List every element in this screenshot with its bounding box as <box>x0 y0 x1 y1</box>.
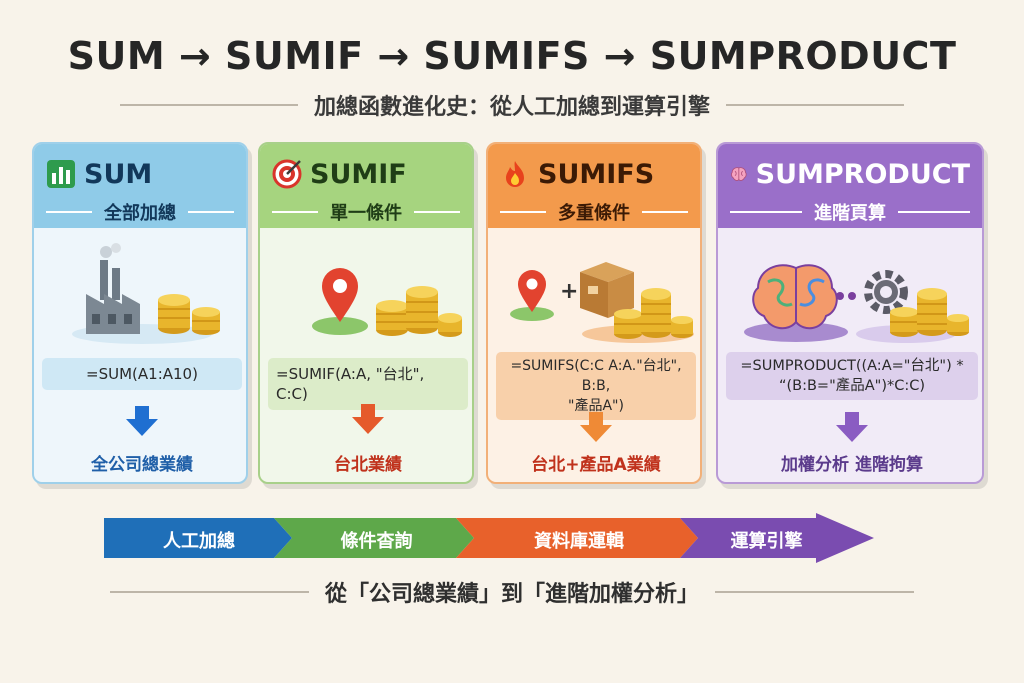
card-subtitle: 進階頁算 <box>814 203 886 224</box>
card-illustration: + <box>510 262 694 343</box>
location-pin-icon <box>322 268 358 322</box>
result-label: 台北業績 <box>334 455 402 475</box>
card-body: =SUMPRODUCT((A:A="台北") * “(B:B="產品A")*C:… <box>718 228 982 482</box>
coin-stack-icon <box>376 286 462 337</box>
card-header: SUMIF 單一條件 <box>260 144 472 228</box>
flow-step-label: 條件杳詢 <box>340 531 413 552</box>
target-icon <box>272 159 302 189</box>
formula-box: =SUMIF(A:A, "台北", C:C) <box>268 358 468 410</box>
card-subtitle-row: 多重條件 <box>500 198 688 226</box>
coin-stack-icon <box>614 288 693 339</box>
svg-text:+: + <box>560 279 578 304</box>
gear-icon <box>864 270 908 314</box>
formula-line: “(B:B="產品A")*C:C) <box>778 378 926 394</box>
result-label: 加權分析 進階拘算 <box>781 455 923 475</box>
card-body: + = <box>488 228 700 482</box>
card-sum: SUM 全部加總 <box>32 142 248 484</box>
card-subtitle: 多重條件 <box>558 203 630 224</box>
card-illustration <box>312 268 462 337</box>
fire-icon <box>506 161 524 187</box>
brain-icon <box>731 167 747 181</box>
card-sumif: SUMIF 單一條件 <box>258 142 474 484</box>
divider <box>414 211 460 213</box>
divider <box>188 211 234 213</box>
card-title-text: SUMPRODUCT <box>755 158 970 190</box>
flow-step-label: 人工加總 <box>163 531 235 552</box>
arrow-down-icon <box>836 412 868 442</box>
flow-segment <box>104 518 292 558</box>
flow-segment <box>680 513 874 563</box>
card-title-text: SUMIF <box>310 158 407 190</box>
formula-line: "產品A") <box>568 398 624 414</box>
card-title-text: SUM <box>84 158 153 190</box>
factory-icon <box>86 243 140 334</box>
arrow-down-icon <box>580 412 612 442</box>
brain-icon <box>752 264 838 330</box>
card-body: =SUMIF(A:A, "台北", C:C) 台北業績 <box>260 228 472 482</box>
card-subtitle-row: 進階頁算 <box>730 198 970 226</box>
formula-line: =SUMIF(A:A, "台北", C:C) <box>276 365 425 403</box>
subtitle-row: 加總函數進化史：從人工加總到運算引擎 <box>120 88 905 122</box>
arrow-down-icon <box>126 406 158 436</box>
card-header: SUMPRODUCT 進階頁算 <box>718 144 982 228</box>
formula-line: =SUM(A1:A10) <box>86 365 198 383</box>
location-pin-icon <box>518 270 546 312</box>
card-title-text: SUMIFS <box>538 158 655 190</box>
progression-arrow: 人工加總 條件杳詢 資料庫運輯 運算引擎 <box>104 513 874 563</box>
card-illustration <box>744 264 969 343</box>
card-title: SUMIFS <box>500 154 688 194</box>
formula-line: =SUMPRODUCT((A:A="台北") * <box>740 358 964 374</box>
flow-segment <box>456 518 698 558</box>
divider <box>110 591 309 593</box>
card-sumproduct: SUMPRODUCT 進階頁算 <box>716 142 984 484</box>
flow-step-label: 運算引擎 <box>730 531 803 552</box>
page-title: SUM → SUMIF → SUMIFS → SUMPRODUCT <box>67 34 957 78</box>
card-subtitle: 單一條件 <box>330 203 402 224</box>
footer-row: 從「公司總業績」到「進階加權分析」 <box>110 572 915 612</box>
card-title: SUMPRODUCT <box>730 154 970 194</box>
coin-stack-icon <box>890 288 969 337</box>
flow-step-label: 資料庫運輯 <box>534 531 624 552</box>
divider <box>898 211 970 213</box>
divider <box>120 104 298 106</box>
box-icon <box>580 262 634 318</box>
page-subtitle: 加總函數進化史：從人工加總到運算引擎 <box>314 95 711 120</box>
card-title: SUM <box>46 154 234 194</box>
footer-caption: 從「公司總業績」到「進階加權分析」 <box>325 582 700 607</box>
result-label: 全公司總業績 <box>91 455 193 475</box>
formula-box: =SUM(A1:A10) <box>42 358 242 390</box>
arrow-down-icon <box>352 404 384 434</box>
card-header: SUM 全部加總 <box>34 144 246 228</box>
bar-chart-icon <box>47 160 75 188</box>
coin-stack-icon <box>158 294 220 335</box>
card-subtitle: 全部加總 <box>104 203 176 224</box>
divider <box>730 211 802 213</box>
card-title: SUMIF <box>272 154 460 194</box>
formula-box: =SUMPRODUCT((A:A="台北") * “(B:B="產品A")*C:… <box>726 352 978 400</box>
card-body: =SUM(A1:A10) 全公司總業績 <box>34 228 246 482</box>
flow-segment <box>274 518 474 558</box>
card-sumifs: SUMIFS 多重條件 + <box>486 142 702 484</box>
card-header: SUMIFS 多重條件 <box>488 144 700 228</box>
card-illustration <box>72 243 220 344</box>
divider <box>46 211 92 213</box>
progression-arrow-graphic <box>104 513 874 563</box>
card-subtitle-row: 單一條件 <box>272 198 460 226</box>
formula-line: =SUMIFS(C:C A:A."台北", B:B, <box>510 358 682 394</box>
divider <box>715 591 915 593</box>
card-subtitle-row: 全部加總 <box>46 198 234 226</box>
divider <box>642 211 688 213</box>
result-label: 台北+產品A業績 <box>531 455 661 475</box>
divider <box>272 211 318 213</box>
divider <box>726 104 905 106</box>
divider <box>500 211 546 213</box>
formula-box: =SUMIFS(C:C A:A."台北", B:B, "產品A") <box>496 352 696 420</box>
